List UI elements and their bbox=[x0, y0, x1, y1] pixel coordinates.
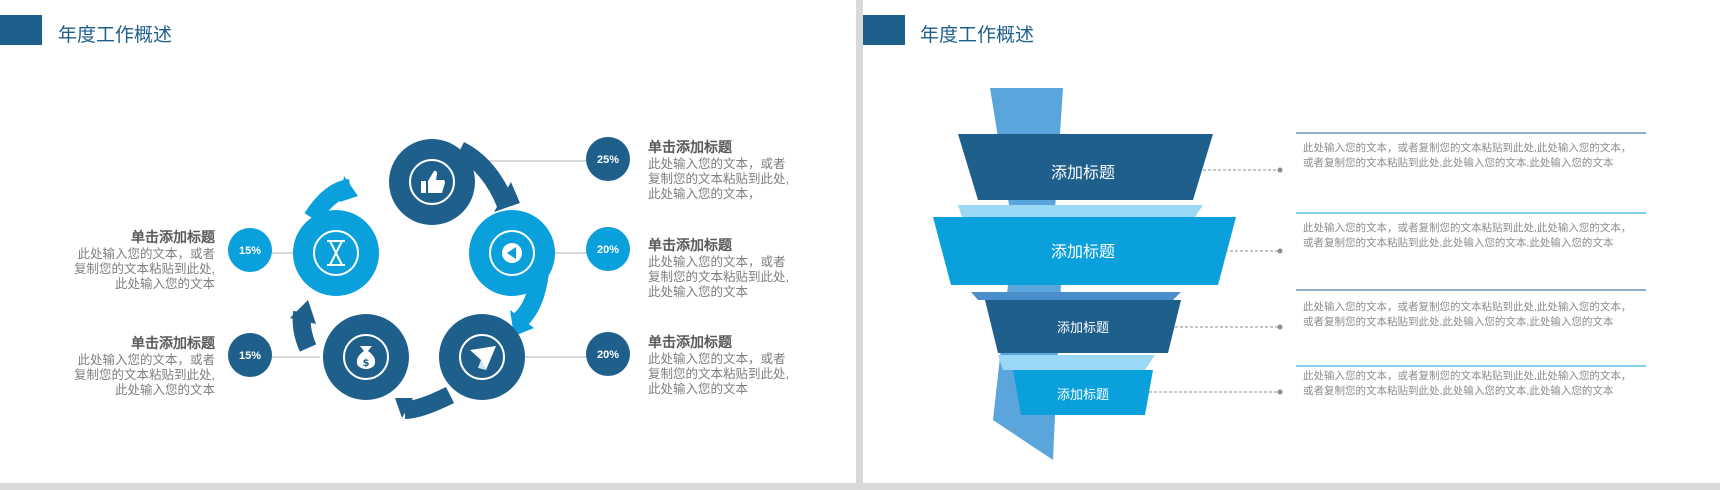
cycle-diagram: $ 25% 20% 20% 15% 15% bbox=[228, 137, 630, 419]
svg-text:$: $ bbox=[363, 358, 370, 369]
item-line: 复制您的文本粘贴到此处, bbox=[648, 172, 789, 186]
text-block-top-right: 单击添加标题 此处输入您的文本，或者 复制您的文本粘贴到此处, 此处输入您的文本… bbox=[648, 137, 789, 202]
percent-badge bbox=[228, 228, 272, 272]
title-accent-bar bbox=[863, 15, 905, 45]
description-line: 此处输入您的文本，或者复制您的文本粘贴到此处,此处输入您的文本， bbox=[1303, 142, 1632, 154]
description-line: 此处输入您的文本，或者复制您的文本粘贴到此处,此处输入您的文本， bbox=[1303, 222, 1632, 234]
item-heading: 单击添加标题 bbox=[648, 139, 732, 155]
item-line: 此处输入您的文本，或者 bbox=[77, 353, 215, 367]
funnel-band bbox=[985, 300, 1181, 353]
percent-badge bbox=[228, 333, 272, 377]
item-heading: 单击添加标题 bbox=[648, 334, 732, 350]
description-line: 此处输入您的文本，或者复制您的文本粘贴到此处,此处输入您的文本， bbox=[1303, 370, 1632, 382]
badge-label: 25% bbox=[597, 154, 619, 166]
text-block-mid-right: 单击添加标题 此处输入您的文本，或者 复制您的文本粘贴到此处, 此处输入您的文本 bbox=[648, 235, 789, 300]
percent-badge bbox=[586, 137, 630, 181]
arrow-head bbox=[494, 182, 520, 212]
cycle-arrow bbox=[404, 386, 455, 419]
item-line: 此处输入您的文本， bbox=[648, 187, 761, 201]
text-block-mid-left: 单击添加标题 此处输入您的文本，或者 复制您的文本粘贴到此处, 此处输入您的文本 bbox=[60, 227, 215, 292]
money-bag-icon: $ bbox=[356, 346, 376, 369]
band-label: 添加标题 bbox=[1057, 320, 1109, 335]
play-back-icon bbox=[502, 243, 522, 263]
item-heading: 单击添加标题 bbox=[648, 237, 732, 253]
description-4: 此处输入您的文本，或者复制您的文本粘贴到此处,此处输入您的文本， 或者复制您的文… bbox=[1303, 369, 1648, 399]
arrow-head bbox=[395, 398, 413, 418]
text-block-bottom-right: 单击添加标题 此处输入您的文本，或者 复制您的文本粘贴到此处, 此处输入您的文本 bbox=[648, 332, 789, 397]
badge-label: 15% bbox=[239, 245, 261, 257]
description-line: 或者复制您的文本粘贴到此处,此处输入您的文本,此处输入您的文本 bbox=[1303, 385, 1614, 397]
item-line: 此处输入您的文本，或者 bbox=[648, 157, 786, 171]
paper-plane-icon bbox=[470, 346, 496, 370]
description-line: 或者复制您的文本粘贴到此处,此处输入您的文本,此处输入您的文本 bbox=[1303, 237, 1614, 249]
thumbs-up-icon bbox=[421, 170, 445, 193]
badge-label: 20% bbox=[597, 244, 619, 256]
item-line: 复制您的文本粘贴到此处, bbox=[74, 368, 215, 382]
funnel-diagram: 添加标题 添加标题 添加标题 添加标题 bbox=[933, 88, 1646, 460]
item-heading: 单击添加标题 bbox=[131, 335, 215, 351]
description-3: 此处输入您的文本，或者复制您的文本粘贴到此处,此处输入您的文本， 或者复制您的文… bbox=[1303, 300, 1648, 330]
band-label: 添加标题 bbox=[1057, 387, 1109, 402]
item-line: 此处输入您的文本 bbox=[114, 383, 215, 397]
item-line: 此处输入您的文本 bbox=[114, 277, 215, 291]
title-accent-bar bbox=[0, 15, 42, 45]
item-line: 此处输入您的文本 bbox=[648, 382, 749, 396]
band-label: 添加标题 bbox=[1051, 164, 1115, 182]
description-line: 或者复制您的文本粘贴到此处,此处输入您的文本,此处输入您的文本 bbox=[1303, 157, 1614, 169]
item-line: 此处输入您的文本 bbox=[648, 285, 749, 299]
band-label: 添加标题 bbox=[1051, 243, 1115, 261]
percent-badge bbox=[586, 227, 630, 271]
funnel-band bbox=[933, 217, 1236, 285]
hourglass-icon bbox=[327, 240, 345, 266]
percent-badge bbox=[586, 332, 630, 376]
item-line: 复制您的文本粘贴到此处, bbox=[648, 367, 789, 381]
badge-label: 20% bbox=[597, 349, 619, 361]
arrow-head bbox=[340, 176, 358, 202]
item-line: 此处输入您的文本，或者 bbox=[648, 255, 786, 269]
slide-right: 年度工作概述 添加标题 添加标题 添加标题 添加标题 此处输入您的文 bbox=[863, 0, 1720, 483]
page-title: 年度工作概述 bbox=[920, 25, 1035, 46]
text-block-bottom-left: 单击添加标题 此处输入您的文本，或者 复制您的文本粘贴到此处, 此处输入您的文本 bbox=[60, 333, 215, 398]
item-heading: 单击添加标题 bbox=[131, 229, 215, 245]
badge-label: 15% bbox=[239, 350, 261, 362]
description-line: 此处输入您的文本，或者复制您的文本粘贴到此处,此处输入您的文本， bbox=[1303, 301, 1632, 313]
item-line: 此处输入您的文本，或者 bbox=[77, 247, 215, 261]
arrow-head bbox=[510, 310, 534, 336]
description-2: 此处输入您的文本，或者复制您的文本粘贴到此处,此处输入您的文本， 或者复制您的文… bbox=[1303, 221, 1648, 251]
item-line: 复制您的文本粘贴到此处, bbox=[74, 262, 215, 276]
slide-left: 年度工作概述 bbox=[0, 0, 856, 483]
item-line: 此处输入您的文本，或者 bbox=[648, 352, 786, 366]
page-title: 年度工作概述 bbox=[58, 25, 173, 46]
funnel-band bbox=[958, 134, 1213, 200]
funnel-band bbox=[1013, 370, 1153, 415]
arrow-head bbox=[290, 300, 316, 324]
description-1: 此处输入您的文本，或者复制您的文本粘贴到此处,此处输入您的文本， 或者复制您的文… bbox=[1303, 141, 1648, 171]
item-line: 复制您的文本粘贴到此处, bbox=[648, 270, 789, 284]
description-line: 或者复制您的文本粘贴到此处,此处输入您的文本,此处输入您的文本 bbox=[1303, 316, 1614, 328]
